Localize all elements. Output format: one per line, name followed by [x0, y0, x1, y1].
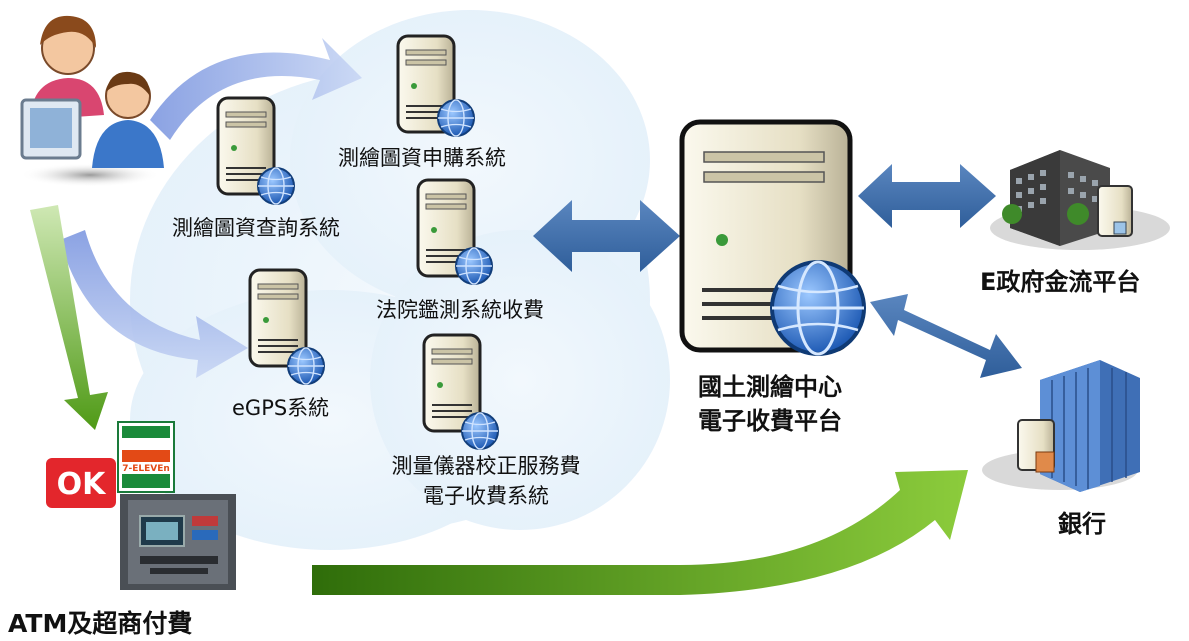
green-payment-arrows: [30, 205, 968, 595]
system-label-instrument-line2: 電子收費系統: [423, 484, 549, 508]
system-label-egps: eGPS系統: [232, 396, 330, 420]
system-label-court: 法院鑑測系統收費: [376, 298, 544, 322]
atm-machine-icon: [120, 494, 236, 590]
egov-building-icon: [990, 150, 1170, 250]
system-label-instrument-line1: 測量儀器校正服務費: [391, 454, 581, 478]
ok-mart-logo: OK: [46, 458, 116, 508]
users-icon: [20, 15, 164, 187]
blue-double-arrows: [533, 164, 1022, 378]
user-to-systems-arrows: [60, 38, 362, 378]
bank-building-icon: [982, 360, 1140, 492]
system-label-instrument: 測量儀器校正服務費 電子收費系統: [366, 450, 606, 510]
system-label-query: 測繪圖資查詢系統: [172, 216, 340, 240]
central-server-icon: [679, 119, 866, 356]
bank-label: 銀行: [1058, 510, 1106, 538]
central-platform-line2: 電子收費平台: [698, 407, 842, 435]
ok-logo-text: OK: [57, 467, 108, 502]
seven-eleven-logo: 7-ELEVEn: [117, 421, 175, 493]
egov-label: E政府金流平台: [980, 268, 1141, 296]
seven-eleven-text: 7-ELEVEn: [122, 464, 170, 474]
central-platform-label: 國土測繪中心 電子收費平台: [650, 370, 890, 438]
central-platform-line1: 國土測繪中心: [698, 373, 842, 401]
atm-label: ATM及超商付費: [8, 609, 193, 638]
system-label-purchase: 測繪圖資申購系統: [338, 146, 506, 170]
